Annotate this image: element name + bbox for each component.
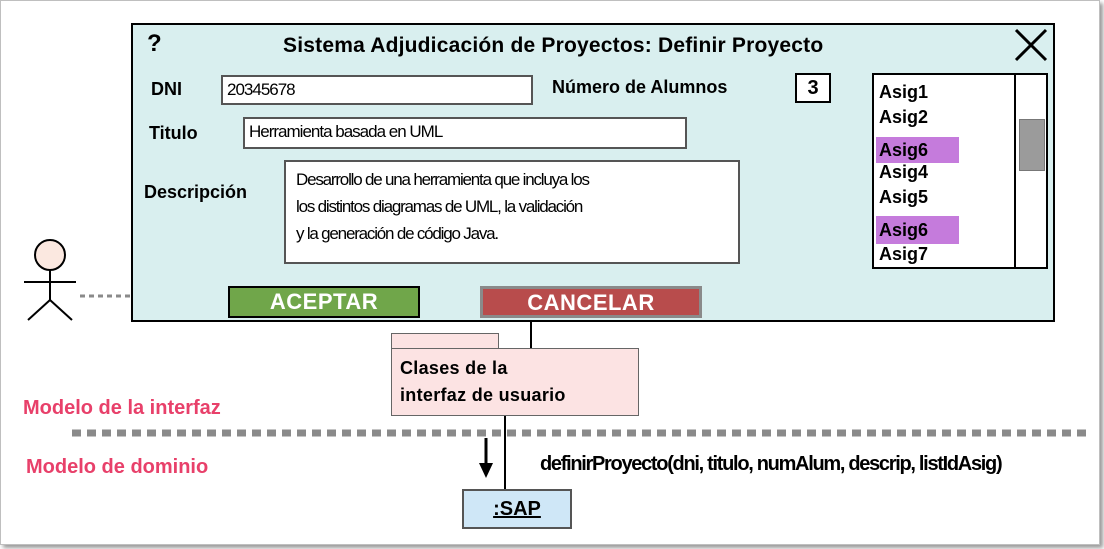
asignatura-item-selected[interactable]: Asig6 <box>876 216 959 244</box>
titulo-input[interactable]: Herramienta basada en UML <box>243 117 687 149</box>
ui-classes-package: Clases de la interfaz de usuario <box>391 348 639 416</box>
message-label: definirProyecto(dni, titulo, numAlum, de… <box>540 453 1003 475</box>
help-button[interactable]: ? <box>147 30 162 57</box>
package-tab <box>391 333 499 349</box>
title-bar: ? Sistema Adjudicación de Proyectos: Def… <box>133 25 1053 65</box>
sap-object: :SAP <box>462 489 572 529</box>
interface-model-label: Modelo de la interfaz <box>23 397 221 419</box>
descripcion-line: y la generación de código Java. <box>296 224 499 243</box>
asignatura-item[interactable]: Asig2 <box>879 107 929 127</box>
stick-figure-actor-icon <box>24 239 76 321</box>
domain-model-label: Modelo de dominio <box>26 456 209 478</box>
window-title: Sistema Adjudicación de Proyectos: Defin… <box>283 34 824 57</box>
asignatura-item[interactable]: Asig4 <box>879 162 929 182</box>
asignatura-item[interactable]: Asig5 <box>879 187 929 207</box>
titulo-label: Titulo <box>149 123 198 143</box>
dni-label: DNI <box>151 79 182 99</box>
cancelar-button[interactable]: CANCELAR <box>480 286 702 318</box>
num-alumnos-input[interactable]: 3 <box>795 73 831 103</box>
descripcion-line: Desarrollo de una herramienta que incluy… <box>296 170 590 189</box>
descripcion-label: Descripción <box>144 182 248 202</box>
asignatura-item[interactable]: Asig1 <box>879 82 929 102</box>
asignaturas-listbox[interactable]: Asig1 Asig2 Asig6 Asig4 Asig5 Asig6 Asig… <box>872 73 1048 269</box>
close-x-icon[interactable] <box>1013 27 1049 63</box>
num-alumnos-label: Número de Alumnos <box>552 77 728 97</box>
aceptar-button[interactable]: ACEPTAR <box>228 286 420 318</box>
dni-input[interactable]: 20345678 <box>221 75 533 105</box>
listbox-scrollbar[interactable] <box>1014 75 1046 267</box>
asignatura-item[interactable]: Asig7 <box>879 244 929 264</box>
package-label-line: interfaz de usuario <box>400 385 566 405</box>
asignatura-item-selected[interactable]: Asig6 <box>876 137 959 163</box>
package-label-line: Clases de la <box>400 358 508 378</box>
scrollbar-thumb[interactable] <box>1019 119 1045 171</box>
descripcion-textarea[interactable]: Desarrollo de una herramienta que incluy… <box>284 160 740 264</box>
layer-separator <box>72 429 1090 437</box>
definir-proyecto-window: ? Sistema Adjudicación de Proyectos: Def… <box>131 23 1055 322</box>
descripcion-line: los distintos diagramas de UML, la valid… <box>296 197 583 216</box>
message-arrow-head <box>479 463 493 478</box>
